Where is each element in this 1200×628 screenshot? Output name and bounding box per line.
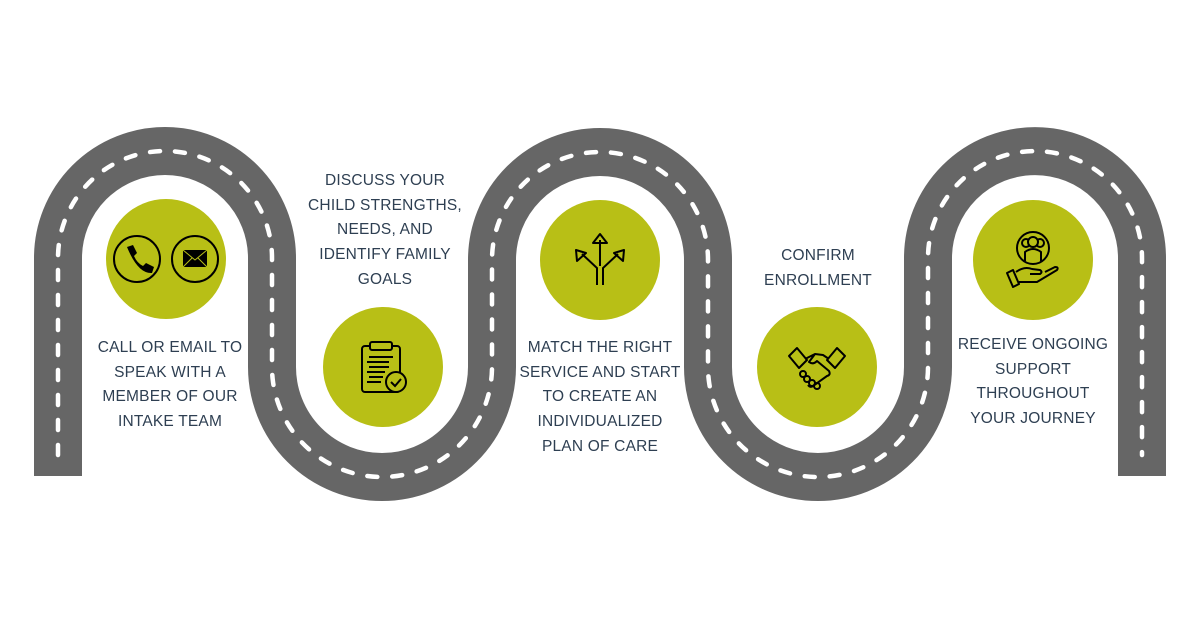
step-4-text: CONFIRM ENROLLMENT — [718, 244, 918, 293]
split-arrows-icon — [575, 233, 625, 285]
step-5-line: RECEIVE ONGOING — [957, 336, 1109, 353]
hand-support-group-icon — [1006, 231, 1059, 288]
step-2-line: IDENTIFY FAMILY — [319, 246, 451, 264]
step-2-circle — [323, 307, 443, 427]
handshake-icon — [788, 347, 846, 390]
step-5-line: YOUR JOURNEY — [970, 410, 1096, 428]
phone-icon — [113, 235, 161, 283]
step-2-text: DISCUSS YOUR CHILD STRENGTHS, NEEDS, AND… — [285, 169, 485, 293]
step-5-line: SUPPORT — [994, 360, 1072, 378]
step-2-line: GOALS — [357, 270, 413, 288]
step-1-circle — [106, 199, 226, 319]
step-4-circle — [757, 307, 877, 427]
step-5-text: RECEIVE ONGOING SUPPORT THROUGHOUT YOUR … — [933, 333, 1133, 432]
step-3-line: SERVICE AND START — [519, 363, 681, 381]
step-1-line: CALL OR EMAIL TO — [97, 339, 243, 356]
step-1-line: SPEAK WITH A — [114, 363, 226, 381]
step-2-line: CHILD STRENGTHS, — [308, 196, 462, 214]
step-3-line: TO CREATE AN — [542, 388, 658, 406]
step-3-line: MATCH THE RIGHT — [527, 339, 673, 356]
step-2-line: DISCUSS YOUR — [324, 172, 446, 189]
step-1-icons — [113, 235, 219, 283]
step-1-line: MEMBER OF OUR — [102, 388, 238, 406]
clipboard-check-icon — [361, 341, 407, 393]
step-1-text: CALL OR EMAIL TO SPEAK WITH A MEMBER OF … — [70, 336, 270, 435]
step-3-circle — [540, 200, 660, 320]
email-icon — [171, 235, 219, 283]
step-4-line: ENROLLMENT — [764, 271, 872, 289]
step-3-text: MATCH THE RIGHT SERVICE AND START TO CRE… — [500, 336, 700, 460]
step-3-line: PLAN OF CARE — [541, 437, 659, 455]
step-2-line: NEEDS, AND — [337, 221, 433, 239]
road-center-dashes — [55, 148, 1145, 480]
step-1-line: INTAKE TEAM — [117, 413, 223, 431]
step-4-line: CONFIRM — [781, 247, 855, 264]
step-5-circle — [973, 200, 1093, 320]
step-5-line: THROUGHOUT — [976, 385, 1090, 403]
step-3-line: INDIVIDUALIZED — [537, 413, 663, 431]
